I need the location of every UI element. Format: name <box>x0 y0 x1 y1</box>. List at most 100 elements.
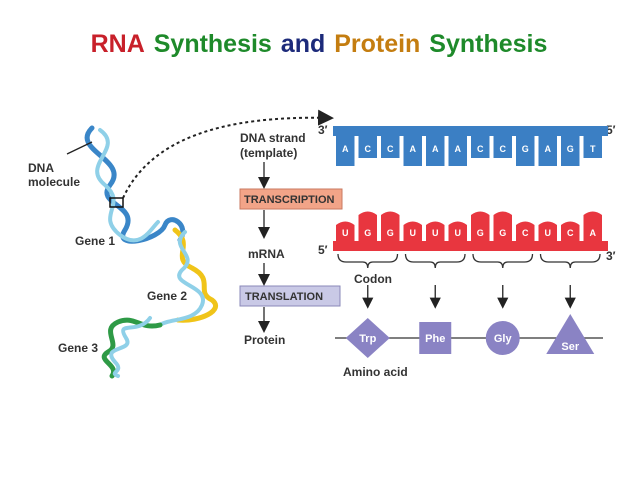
mrna-base <box>471 211 490 241</box>
dna-molecule-pointer <box>66 141 93 155</box>
dna-base-letter: A <box>410 144 417 154</box>
mrna-base <box>561 221 580 241</box>
helix-strand-gene2-b <box>158 230 205 327</box>
mrna-base-letter: A <box>590 228 597 238</box>
dna-molecule-label-line2: molecule <box>28 175 80 189</box>
amino-acid-shape <box>419 322 452 354</box>
mrna-label: mRNA <box>248 247 285 261</box>
dna-base-letter: C <box>365 144 372 154</box>
gene3-label: Gene 3 <box>58 341 98 355</box>
mrna-base <box>493 211 512 241</box>
dna-molecule-label-line1: DNA <box>28 161 54 175</box>
page-title: RNA Synthesis and Protein Synthesis <box>0 30 638 59</box>
dna-base <box>448 136 467 166</box>
mrna-base-letter: G <box>364 228 371 238</box>
gene2-label: Gene 2 <box>147 289 187 303</box>
amino-acid-label: Amino acid <box>343 365 408 379</box>
helix-strand-gene3-b <box>109 316 152 378</box>
mrna-base-letter: U <box>432 228 439 238</box>
mrna-5prime-label: 5′ <box>318 243 328 257</box>
dna-5prime-label: 5′ <box>606 123 616 137</box>
dna-base <box>336 136 355 166</box>
gene1-label: Gene 1 <box>75 234 115 248</box>
mrna-base-letter: U <box>455 228 462 238</box>
dna-3prime-label: 3′ <box>318 123 328 137</box>
mrna-base-letter: U <box>342 228 349 238</box>
dna-base-letter: C <box>387 144 394 154</box>
codon-label: Codon <box>354 272 392 286</box>
dna-strand-label-line2: (template) <box>240 146 297 160</box>
mrna-base <box>448 221 467 241</box>
dna-base <box>403 136 422 166</box>
dna-base-letter: G <box>522 144 529 154</box>
dna-base <box>358 136 377 158</box>
title-word-synthesis: Synthesis <box>153 30 272 58</box>
dna-base-letter: A <box>342 144 349 154</box>
helix-strand-gene3-a <box>101 317 163 379</box>
dna-base-letter: A <box>545 144 552 154</box>
amino-acid-shape <box>485 321 520 355</box>
codon-brace <box>337 253 399 269</box>
mrna-base-letter: C <box>522 228 529 238</box>
title-word-synthesis-2: Synthesis <box>429 30 548 58</box>
dna-base <box>538 136 557 166</box>
dna-base-letter: G <box>567 144 574 154</box>
zoom-arrow <box>122 109 334 199</box>
mrna-base <box>583 211 602 241</box>
mrna-base-letter: U <box>545 228 552 238</box>
amino-acid-shape <box>546 314 595 354</box>
title-word-protein: Protein <box>334 30 421 58</box>
title-word-rna: RNA <box>90 30 145 58</box>
amino-acid-name: Ser <box>561 341 579 353</box>
mrna-base <box>516 221 535 241</box>
gene1-selection-box <box>109 197 124 208</box>
codon-brace <box>472 253 534 269</box>
dna-base-letter: C <box>500 144 507 154</box>
helix-strand-top-b <box>95 128 160 243</box>
mrna-base-letter: G <box>499 228 506 238</box>
transcription-label: TRANSCRIPTION <box>244 194 335 206</box>
title-word-and: and <box>280 30 326 58</box>
codon-brace <box>404 253 466 269</box>
mrna-base <box>426 221 445 241</box>
dna-base <box>381 136 400 158</box>
codon-brackets <box>337 253 601 309</box>
dna-base-letter: A <box>455 144 462 154</box>
mrna-base-letter: C <box>567 228 574 238</box>
mrna-base <box>538 221 557 241</box>
mrna-base <box>358 211 377 241</box>
dna-base <box>493 136 512 158</box>
protein-label: Protein <box>244 333 285 347</box>
mrna-3prime-label: 3′ <box>606 249 616 263</box>
dna-base <box>516 136 535 166</box>
dna-base <box>426 136 445 166</box>
dna-base <box>561 136 580 166</box>
mrna-base <box>336 221 355 241</box>
mrna-base-letter: G <box>387 228 394 238</box>
dna-strand-label-line1: DNA strand <box>240 131 306 145</box>
helix-strand-top <box>84 125 186 244</box>
transcription-box <box>239 188 343 210</box>
translation-box <box>239 285 341 307</box>
dna-base <box>583 136 602 158</box>
mrna-base <box>381 211 400 241</box>
mrna-base <box>403 221 422 241</box>
dna-base-letter: T <box>590 144 596 154</box>
mrna-base-letter: U <box>410 228 417 238</box>
dna-base <box>471 136 490 158</box>
dna-backbone <box>333 126 608 136</box>
mrna-base-letter: G <box>477 228 484 238</box>
dna-base-letter: C <box>477 144 484 154</box>
amino-acid-name: Gly <box>494 333 513 345</box>
amino-acid-shape <box>345 318 390 358</box>
mrna-backbone <box>333 241 608 251</box>
amino-acid-name: Phe <box>425 333 445 345</box>
amino-acid-name: Trp <box>359 333 376 345</box>
dna-base-letter: A <box>432 144 439 154</box>
translation-label: TRANSLATION <box>245 291 323 303</box>
dna-helix <box>84 125 218 379</box>
